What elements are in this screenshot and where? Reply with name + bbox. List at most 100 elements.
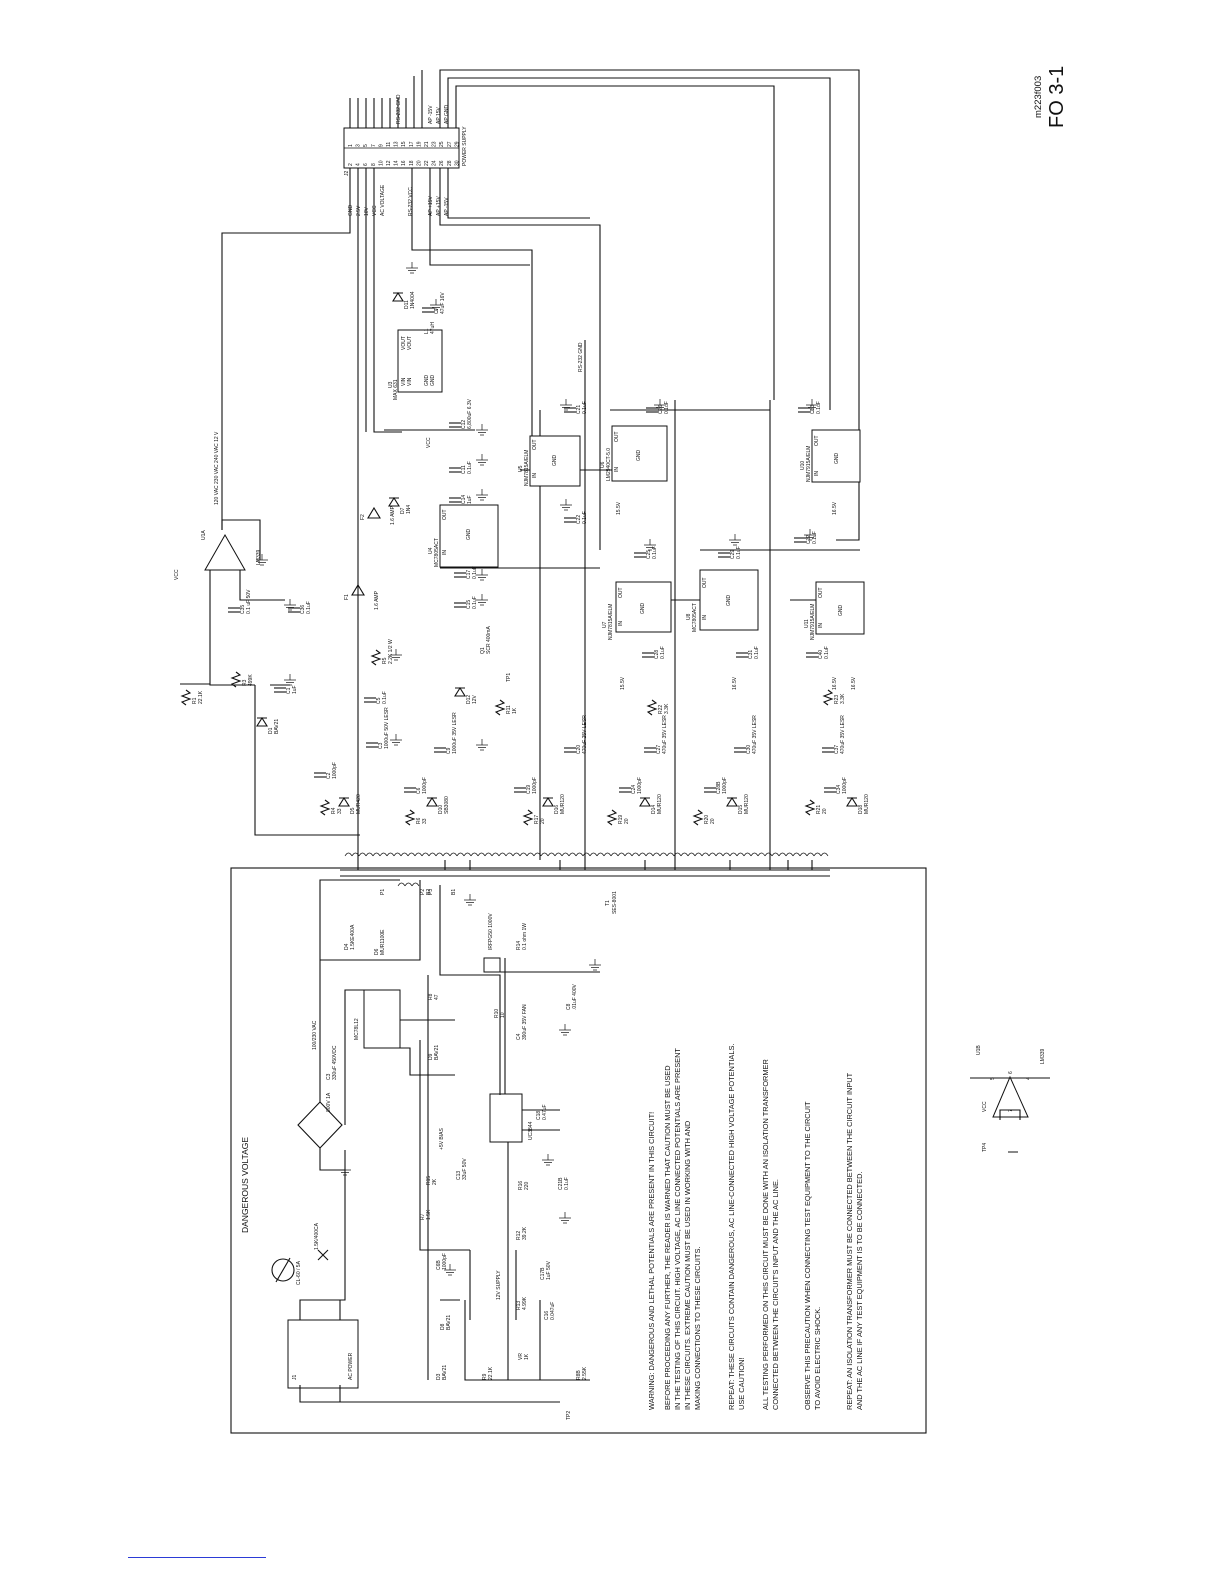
j2-pin-11: 11 bbox=[386, 142, 392, 147]
part-d12-ref: D12 bbox=[466, 695, 472, 704]
primary-c16-value: 0.047uF bbox=[550, 1302, 556, 1320]
primary-d3-value: BAV21 bbox=[442, 1365, 448, 1380]
part-r17-value: 20 bbox=[540, 818, 546, 824]
regulator-u8-pin-in: IN bbox=[702, 615, 708, 620]
j2-pin-12: 12 bbox=[386, 160, 392, 166]
primary-r13-ref: R13 bbox=[516, 1301, 522, 1310]
part-c40-value: 0.1uF bbox=[824, 646, 830, 659]
part-r20-ref: R20 bbox=[704, 815, 710, 824]
rail-label-1: 16.5V bbox=[732, 676, 738, 690]
part-r19-value: 20 bbox=[624, 818, 630, 824]
regulator-u6-pin-out: OUT bbox=[614, 431, 620, 442]
primary-net-3: P1 bbox=[380, 889, 386, 895]
primary-r16-ref: R16 bbox=[518, 1181, 524, 1190]
part-c33-ref: C33 bbox=[810, 405, 816, 414]
j2-pin-20: 20 bbox=[416, 160, 422, 166]
primary-d8-value: BAV21 bbox=[446, 1315, 452, 1330]
part-d10-value: SB3080 bbox=[444, 796, 450, 814]
ground-icon bbox=[559, 1024, 571, 1036]
part-d1-ref: D1 bbox=[268, 727, 274, 734]
part-c5-value: 0.1uF bbox=[382, 691, 388, 704]
primary-d4-ref: D4 bbox=[344, 943, 350, 950]
ground-icon bbox=[559, 1212, 571, 1224]
part-c15-value: 0.1uF bbox=[472, 596, 478, 609]
regulator-u3-pin-gnd: GND bbox=[424, 375, 430, 387]
j2-signal-left-1: 2.5V bbox=[356, 205, 362, 216]
regulator-u4-pin-gnd: GND bbox=[466, 529, 472, 541]
j2-pin-18: 18 bbox=[409, 160, 415, 166]
regulator-u5-pin-in: IN bbox=[532, 473, 538, 478]
j2-pin-3: 3 bbox=[356, 144, 362, 147]
j2-pin-8: 8 bbox=[371, 163, 377, 166]
j2-pin-6: 6 bbox=[363, 163, 369, 166]
part-d12-value: 12V bbox=[472, 694, 478, 704]
j2-pin-23: 23 bbox=[432, 141, 438, 147]
j2-pin-21: 21 bbox=[424, 141, 430, 147]
part-r6-value: 33 bbox=[422, 818, 428, 824]
regulator-u5: U5 NJM7815A/ELM IN GND OUT bbox=[518, 435, 581, 487]
part-c19-value: 1000pF bbox=[532, 777, 538, 794]
primary-c13-ref: C13 bbox=[456, 1171, 462, 1180]
regulator-u2: MC78L12 bbox=[354, 989, 401, 1049]
primary-vr-value: 1K bbox=[524, 1353, 530, 1360]
ground-icon bbox=[284, 599, 296, 611]
part-c22-value: 0.1uF bbox=[582, 511, 588, 524]
regulator-u8-pin-gnd: GND bbox=[726, 595, 732, 607]
part-c12-value: 6,800uF 6.3V bbox=[467, 398, 473, 429]
warning-line-12: AND THE AC LINE IF ANY TEST EQUIPMENT IS… bbox=[855, 1172, 864, 1410]
primary-c17b-ref: C17B bbox=[540, 1267, 546, 1280]
primary-r8b-ref: R8B bbox=[576, 1370, 582, 1380]
part-c14-ref: C14 bbox=[461, 495, 467, 504]
primary-net-0: 100/230 VAC bbox=[312, 1020, 318, 1050]
rail-label-2: 15.5V bbox=[616, 501, 622, 515]
part-c15-ref: C15 bbox=[466, 600, 472, 609]
part-d7-ref: D7 bbox=[400, 507, 406, 514]
ground-icon bbox=[804, 529, 816, 541]
regulator-u10-pin-in: IN bbox=[814, 471, 820, 476]
part-r17-ref: R17 bbox=[534, 815, 540, 824]
part-d15-ref: D15 bbox=[738, 805, 744, 814]
part-c26-ref: C26 bbox=[658, 405, 664, 414]
mosfet-q2: IRFPG50 1000V bbox=[483, 913, 501, 973]
ground-icon bbox=[444, 1264, 456, 1276]
tp1-label: TP1 bbox=[506, 673, 512, 682]
primary-c21b-ref: C21B bbox=[558, 1177, 564, 1190]
part-c1-ref: C1 bbox=[286, 687, 292, 694]
part-c28b-value: 1000pF bbox=[722, 777, 728, 794]
j2-pin-17: 17 bbox=[409, 141, 415, 147]
j2-signal-right-1: AP -15V bbox=[428, 105, 434, 124]
u1b-ref: U1B bbox=[976, 1045, 982, 1055]
warning-line-2: IN THE TESTING OF THIS CIRCUIT. HIGH VOL… bbox=[673, 1048, 682, 1410]
warning-line-3: IN THESE CIRCUITS. EXTREME CAUTION MUST … bbox=[683, 1121, 692, 1410]
warning-line-4: MAKING CONNECTIONS TO THESE CIRCUITS. bbox=[693, 1247, 702, 1410]
rs232-gnd-label: RS-232 GND bbox=[578, 342, 584, 372]
primary-c3-value: 330uF 450VDC bbox=[332, 1045, 338, 1080]
pwm-controller-u6b: UC3844 bbox=[489, 1093, 534, 1143]
primary-net-2: 12V SUPPLY bbox=[496, 1270, 502, 1300]
regulator-u4-ref: U4 bbox=[428, 547, 434, 554]
j2-pin-27: 27 bbox=[447, 141, 453, 147]
ground-icon bbox=[476, 424, 488, 436]
regulator-u10-pin-gnd: GND bbox=[834, 453, 840, 465]
j2-pin-22: 22 bbox=[424, 160, 430, 166]
part-c24-ref: C24 bbox=[631, 785, 637, 794]
part-c2-ref: C2 bbox=[326, 772, 332, 779]
regulator-u7-pin-out: OUT bbox=[618, 587, 624, 598]
part-d11-value: 1N4004 bbox=[410, 291, 416, 309]
ac-rail-labels: 120 VAC 230 VAC 240 VAC 12 V bbox=[214, 431, 220, 505]
regulator-u7: U7 NJM7815A/ELM IN GND OUT bbox=[602, 581, 672, 640]
fuse-f1-value: 1.6 AMP bbox=[374, 590, 380, 610]
j2-pin-7: 7 bbox=[371, 144, 377, 147]
comparator-u1a-part: LM339 bbox=[256, 549, 262, 565]
primary-r12-value: 39.2K bbox=[522, 1226, 528, 1240]
part-c36-ref: C36 bbox=[300, 605, 306, 614]
regulator-u4-pin-out: OUT bbox=[442, 509, 448, 520]
primary-r8-ref: R8 bbox=[428, 993, 434, 1000]
part-c20-value: 470uF 25V LESR bbox=[582, 715, 588, 754]
j2-signal-right-0: RS-232 GND bbox=[396, 94, 402, 124]
regulator-u4-pin-in: IN bbox=[442, 550, 448, 555]
primary-r9-ref: R9 bbox=[482, 1373, 488, 1380]
part-q1-value: SCR 400mA bbox=[486, 626, 492, 654]
ground-icon bbox=[560, 399, 572, 411]
regulator-u8-part: MC7805ACT bbox=[692, 603, 698, 632]
